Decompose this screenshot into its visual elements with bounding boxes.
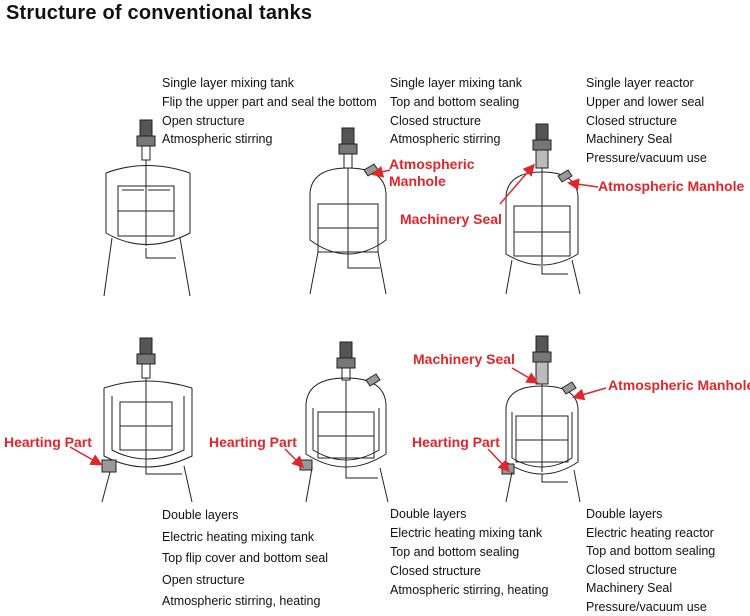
- feature-line: Electric heating mixing tank: [390, 526, 543, 540]
- callout-machinery-seal-2: Machinery Seal: [413, 351, 515, 367]
- feature-line: Top and bottom sealing: [586, 544, 716, 558]
- tank-2-features: Single layer mixing tank Top and bottom …: [390, 74, 522, 149]
- tank-1-drawing: [98, 118, 198, 298]
- feature-line: Closed structure: [390, 113, 482, 128]
- callout-heating-part-2: Hearting Part: [209, 434, 297, 450]
- feature-line: Top and bottom sealing: [390, 94, 520, 109]
- tank-3-features: Single layer reactor Upper and lower sea…: [586, 74, 707, 168]
- feature-line: Electric heating mixing tank: [162, 529, 315, 544]
- callout-atmospheric-manhole-3: Atmospheric Manhole: [608, 377, 750, 393]
- tank-6-features: Double layers Electric heating reactor T…: [586, 505, 715, 616]
- callout-heating-part-3: Hearting Part: [412, 434, 500, 450]
- feature-line: Pressure/vacuum use: [586, 151, 707, 166]
- feature-line: Flip the upper part and seal the bottom: [162, 94, 377, 109]
- feature-line: Pressure/vacuum use: [586, 599, 707, 614]
- tank-4-features: Double layers Electric heating mixing ta…: [162, 505, 328, 613]
- feature-line: Single layer mixing tank: [390, 76, 523, 90]
- tank-5-drawing: [298, 342, 398, 504]
- feature-line: Closed structure: [390, 564, 482, 578]
- callout-machinery-seal-1: Machinery Seal: [400, 211, 502, 227]
- tank-3-drawing: [498, 124, 588, 296]
- callout-line: Manhole: [389, 173, 446, 189]
- feature-line: Double layers: [390, 507, 467, 521]
- feature-line: Open structure: [162, 572, 245, 587]
- feature-line: Electric heating reactor: [586, 525, 714, 540]
- tank-5-features: Double layers Electric heating mixing ta…: [390, 505, 548, 600]
- tank-2-drawing: [300, 128, 400, 296]
- feature-line: Top and bottom sealing: [390, 545, 520, 559]
- page-title: Structure of conventional tanks: [6, 2, 313, 24]
- feature-line: Double layers: [162, 508, 239, 522]
- callout-heating-part-1: Hearting Part: [4, 434, 92, 450]
- feature-line: Atmospheric stirring: [162, 132, 273, 147]
- callout-atmospheric-manhole-1: Atmospheric Manhole: [389, 156, 475, 190]
- feature-line: Upper and lower seal: [586, 94, 705, 109]
- feature-line: Atmospheric stirring, heating: [390, 583, 549, 597]
- tank-4-drawing: [98, 338, 198, 504]
- feature-line: Double layers: [586, 507, 663, 521]
- feature-line: Machinery Seal: [586, 581, 673, 595]
- feature-line: Open structure: [162, 113, 245, 128]
- feature-line: Closed structure: [586, 562, 678, 577]
- callout-line: Atmospheric: [389, 156, 475, 172]
- feature-line: Atmospheric stirring: [390, 132, 501, 147]
- feature-line: Top flip cover and bottom seal: [162, 551, 329, 565]
- feature-line: Single layer mixing tank: [162, 76, 295, 90]
- callout-atmospheric-manhole-2: Atmospheric Manhole: [598, 178, 745, 194]
- feature-line: Atmospheric stirring, heating: [162, 594, 321, 608]
- feature-line: Closed structure: [586, 113, 678, 128]
- tank-1-features: Single layer mixing tank Flip the upper …: [162, 74, 377, 149]
- feature-line: Machinery Seal: [586, 132, 673, 147]
- feature-line: Single layer reactor: [586, 76, 694, 90]
